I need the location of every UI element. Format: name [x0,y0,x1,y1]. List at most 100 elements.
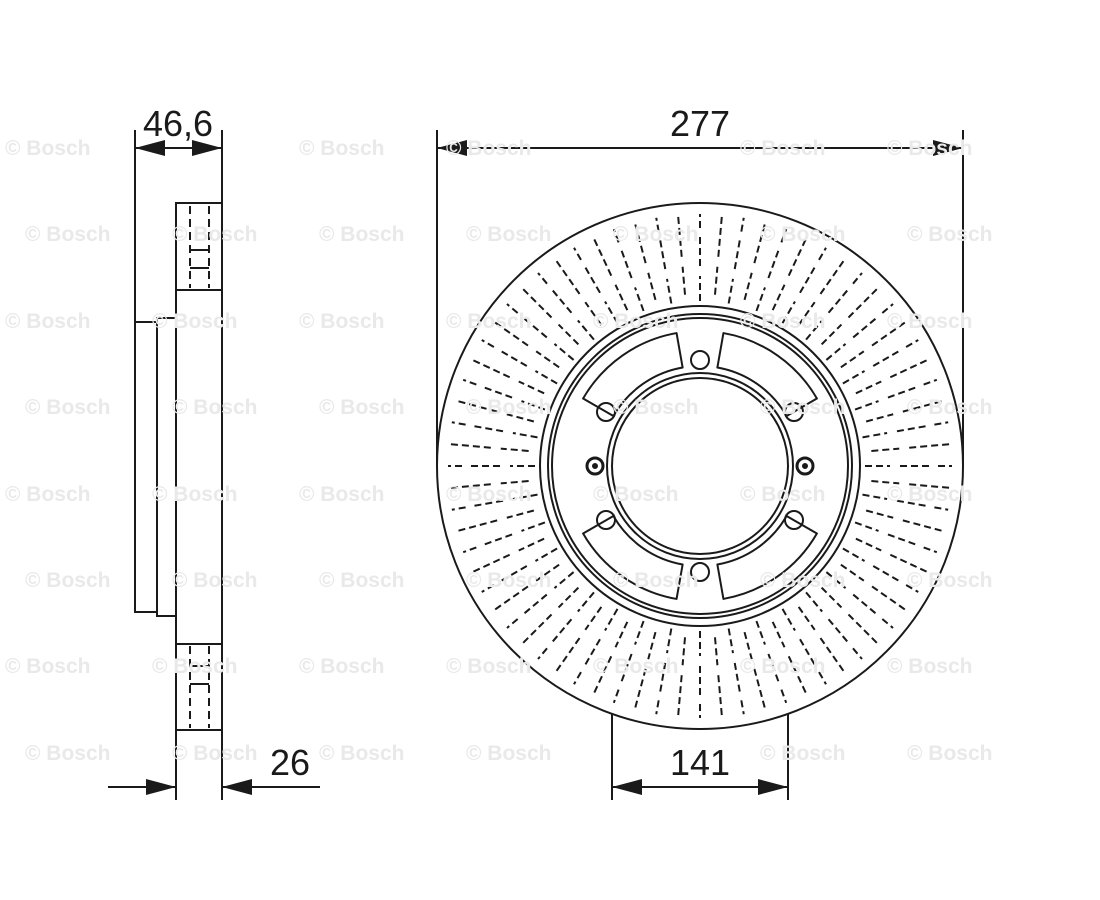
watermark-text: © Bosch [172,742,258,765]
watermark-text: © Bosch [740,137,826,160]
vent-slot [781,608,796,632]
vent-slot [518,380,545,395]
vent-slot [797,301,816,326]
vent-slot [512,493,538,500]
side-vent-hidden-lines [189,206,210,728]
vent-slot [755,287,766,312]
bolt-hole [784,402,804,422]
vent-slot [518,537,545,552]
vent-slot [557,586,580,609]
watermark-text: © Bosch [466,742,552,765]
vent-slot [555,637,581,672]
vent-slot [827,289,849,314]
vent-slot [862,432,888,439]
vent-slot [799,266,816,294]
vent-slot [634,224,647,264]
vent-slot [902,519,942,532]
vent-slot [677,675,683,716]
arrowheads [135,140,963,795]
vent-slot [781,300,796,324]
vent-slot [902,400,942,413]
vent-slot [842,547,866,562]
watermark-text: © Bosch [593,655,679,678]
vent-slot [767,249,780,279]
hub-window [716,332,818,417]
watermark-text: © Bosch [760,569,846,592]
center-bore [611,377,789,555]
hub-ring [551,317,849,615]
watermark-text: © Bosch [152,310,238,333]
watermark-text: © Bosch [446,310,532,333]
vent-slot [506,413,535,423]
vent-slot [573,671,582,685]
vent-slot [634,287,645,312]
vent-slot [500,447,529,453]
vent-slot [458,519,498,532]
side-disc-body [175,202,223,731]
vent-slot [584,301,603,326]
watermark-layer: © Bosch © Bosch © Bosch © Bosch © Bosch © Bos… [5,137,993,765]
vent-slot [871,479,900,485]
vent-slot [584,266,601,294]
vent-slot [842,370,866,385]
vent-slot [743,272,753,301]
watermark-text: © Bosch [319,742,405,765]
vent-slot [743,631,753,660]
vent-slot [889,359,927,379]
vent-slot [494,321,529,347]
watermark-text: © Bosch [760,396,846,419]
vent-slot [620,653,633,683]
vent-slot [767,653,780,683]
vent-slot [473,425,504,433]
vent-slot [854,521,879,532]
vent-slot [521,400,546,411]
vent-slot [871,585,906,611]
vent-slot [855,537,882,552]
bolt-hole [596,510,616,530]
hub-ring [539,305,861,627]
vent-slot [805,591,823,613]
vent-slot [934,506,949,511]
disc-outer-edge [436,202,964,730]
vent-slot [666,278,673,304]
vent-slot [473,499,504,507]
vent-slot [872,350,900,367]
vent-slot [553,571,575,589]
watermark-text: © Bosch [299,655,385,678]
hub-window [582,515,684,600]
vent-slot [612,228,620,243]
vent-slot [896,425,927,433]
vent-slot [614,621,629,648]
vent-slot [733,239,741,270]
vent-slot [551,618,573,643]
vent-slot [865,509,894,519]
watermark-text: © Bosch [887,655,973,678]
vent-slot [865,413,894,423]
watermark-text: © Bosch [887,310,973,333]
vent-slot [717,675,723,716]
watermark-text: © Bosch [907,742,993,765]
vent-slot [553,343,575,361]
vent-slot [825,343,847,361]
vent-slot [551,289,573,314]
side-hub-outer [134,321,158,613]
watermark-text: © Bosch [172,569,258,592]
vent-slot [881,303,894,314]
vent-slot [852,647,863,660]
dim-outer-diameter: 277 [670,103,730,144]
vent-slot [512,432,538,439]
vent-slot [523,593,548,615]
vent-slot [451,506,466,511]
watermark-text: © Bosch [740,655,826,678]
watermark-text: © Bosch [907,569,993,592]
vent-slot [450,483,491,489]
vent-slot [820,323,843,346]
watermark-text: © Bosch [760,742,846,765]
bolt-hole [690,350,710,370]
locating-hole [585,456,605,476]
vent-slot [827,618,849,643]
vent-slot [647,272,657,301]
watermark-text: © Bosch [907,223,993,246]
vent-slot [840,350,865,369]
